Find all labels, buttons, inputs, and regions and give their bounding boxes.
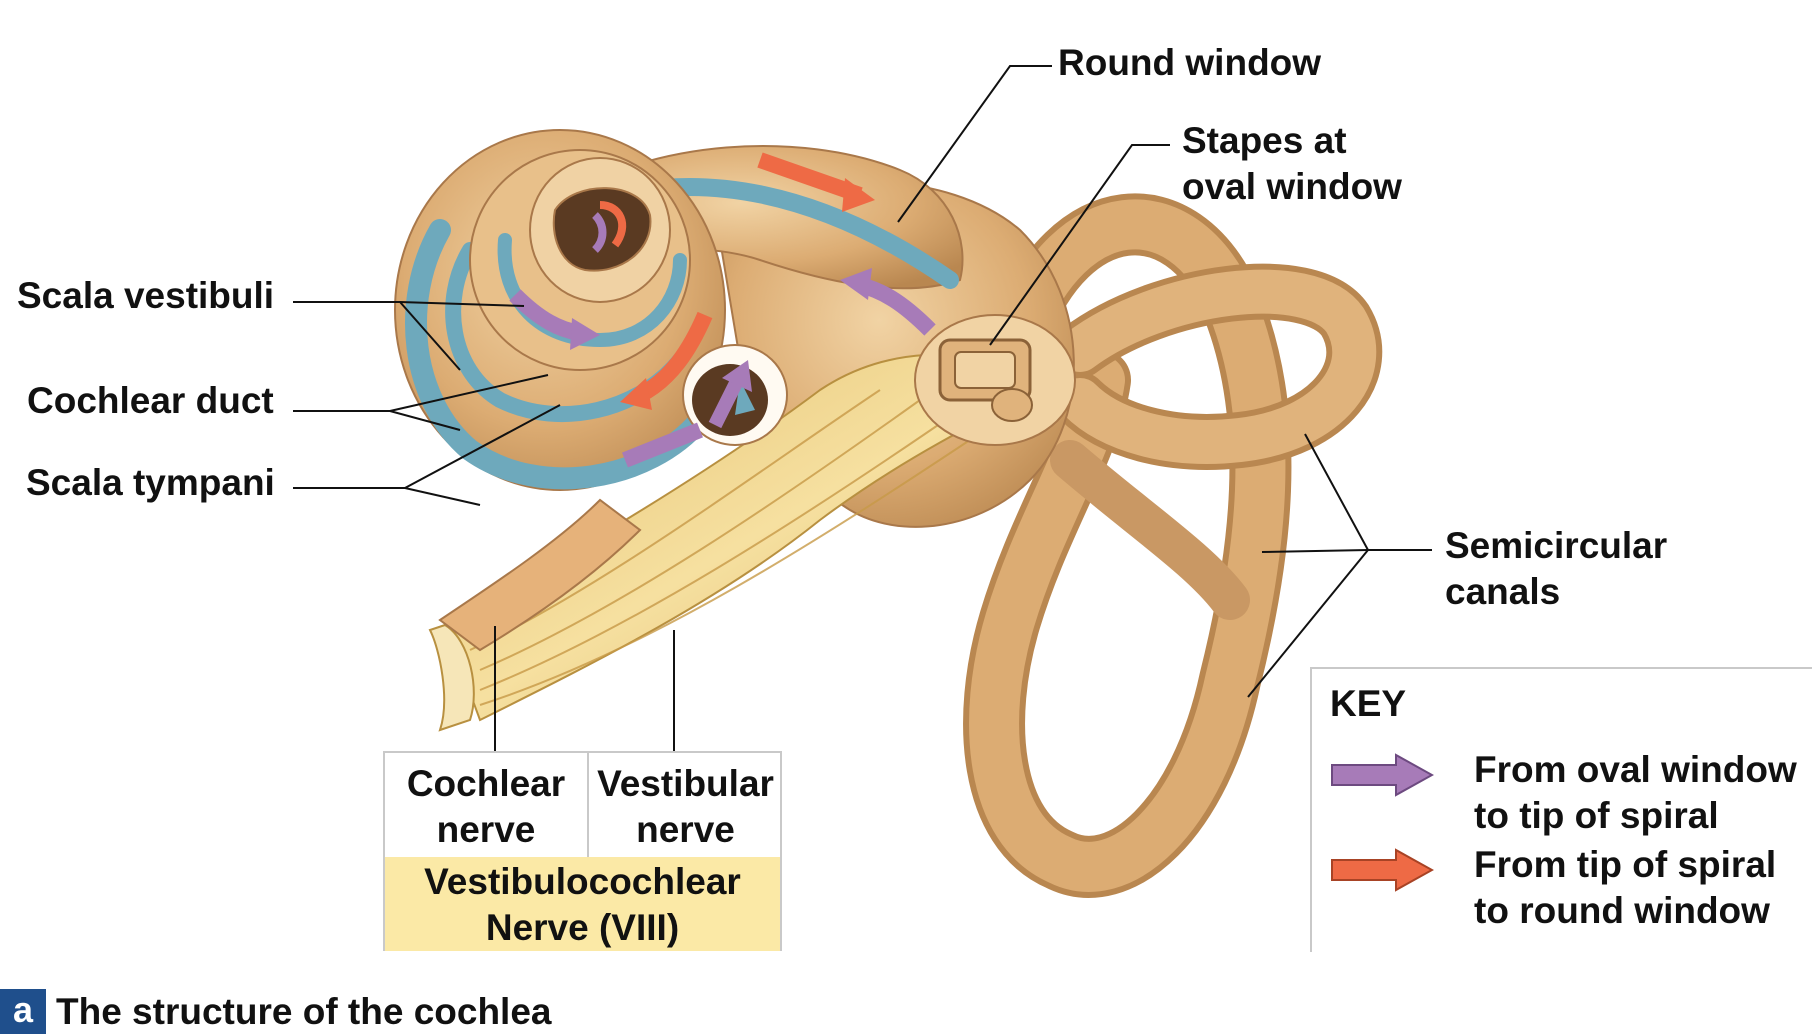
vestibular-nerve-line2: nerve bbox=[636, 809, 735, 850]
label-scala-tympani: Scala tympani bbox=[26, 462, 275, 503]
orange-arrow-icon bbox=[1331, 848, 1434, 892]
label-round-window: Round window bbox=[1058, 42, 1322, 83]
label-semicircular-line2: canals bbox=[1445, 571, 1561, 612]
label-stapes-line1: Stapes at bbox=[1182, 120, 1347, 161]
cochlear-nerve-line2: nerve bbox=[436, 809, 536, 850]
vestibulocochlear-nerve-cell: Vestibulocochlear Nerve (VIII) bbox=[385, 857, 780, 951]
purple-arrowhead-lower bbox=[722, 360, 752, 392]
purple-arrow-icon bbox=[1331, 753, 1434, 797]
cochlear-nerve-cell: Cochlear nerve bbox=[385, 753, 589, 857]
nerve-cut-end bbox=[428, 623, 475, 732]
key-legend: KEY From oval window to tip of spiral Fr… bbox=[1310, 667, 1812, 952]
flow-arrows bbox=[509, 152, 936, 468]
key-item-oval-line1: From oval window bbox=[1474, 749, 1797, 790]
label-scala-vestibuli: Scala vestibuli bbox=[17, 275, 275, 316]
stapes bbox=[914, 314, 1076, 446]
purple-arrowhead-upper bbox=[840, 268, 872, 300]
key-item-tip-line1: From tip of spiral bbox=[1474, 844, 1777, 885]
orange-arrowhead-top bbox=[842, 178, 875, 212]
vestibular-nerve-line1: Vestibular bbox=[597, 763, 774, 804]
vestibulocochlear-line2: Nerve (VIII) bbox=[485, 907, 680, 948]
key-item-oval-to-tip: From oval window to tip of spiral bbox=[1330, 747, 1800, 837]
cochlear-nerve-stalk bbox=[438, 498, 642, 652]
purple-arrowhead-spiral bbox=[570, 318, 600, 350]
orange-arrowhead-spiral bbox=[620, 378, 652, 410]
key-title: KEY bbox=[1330, 683, 1407, 724]
nerve-label-box: Cochlear nerve Vestibular nerve Vestibul… bbox=[383, 751, 782, 951]
key-item-tip-to-round: From tip of spiral to round window bbox=[1330, 842, 1800, 932]
key-item-oval-line2: to tip of spiral bbox=[1474, 795, 1719, 836]
label-semicircular-line1: Semicircular bbox=[1445, 525, 1668, 566]
label-cochlear-duct: Cochlear duct bbox=[27, 380, 274, 421]
vestibular-nerve-cell: Vestibular nerve bbox=[589, 753, 782, 857]
vestibulocochlear-line1: Vestibulocochlear bbox=[424, 861, 741, 902]
semicircular-canals bbox=[963, 193, 1383, 898]
cochlear-nerve-line1: Cochlear bbox=[406, 763, 566, 804]
caption-badge: a bbox=[0, 989, 46, 1034]
leader-lines bbox=[293, 65, 1432, 751]
key-item-tip-line2: to round window bbox=[1474, 890, 1770, 931]
caption-text: The structure of the cochlea bbox=[56, 991, 552, 1032]
label-stapes-line2: oval window bbox=[1182, 166, 1402, 207]
